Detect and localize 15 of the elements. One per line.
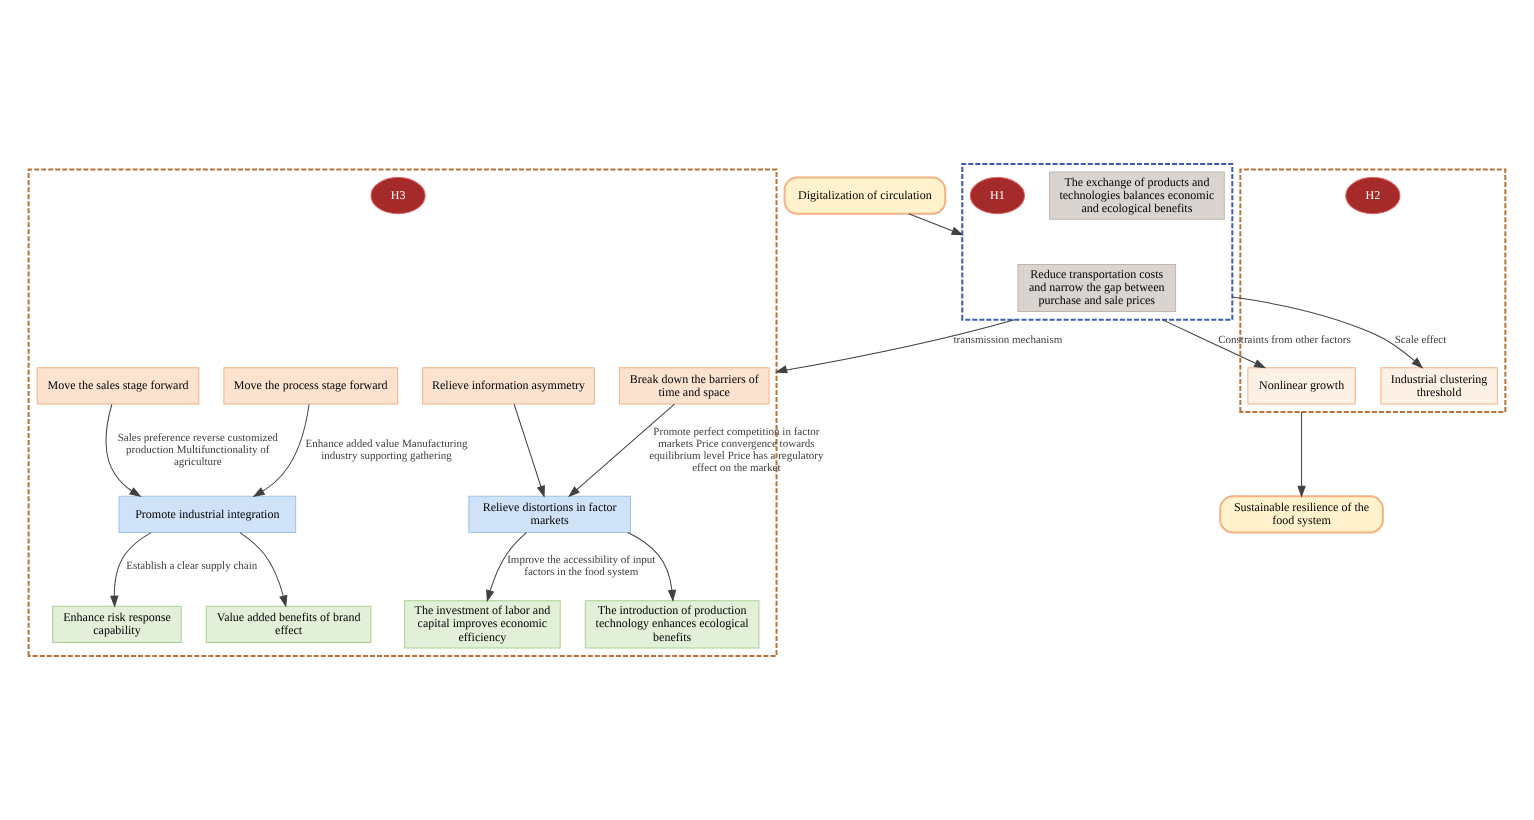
- arrow: [627, 532, 677, 601]
- cluster: [961, 163, 1234, 321]
- arrow: [110, 532, 152, 607]
- arrow: [253, 403, 310, 497]
- arrow: [776, 319, 1015, 374]
- arrow: [513, 403, 545, 497]
- arrow: [1161, 319, 1266, 369]
- cluster: [27, 168, 778, 657]
- arrow: [486, 532, 527, 602]
- arrow: [1297, 411, 1306, 497]
- arrow: [1231, 296, 1423, 369]
- arrow: [568, 403, 675, 497]
- arrow: [239, 532, 288, 607]
- arrow: [105, 403, 141, 497]
- arrow: [908, 213, 963, 236]
